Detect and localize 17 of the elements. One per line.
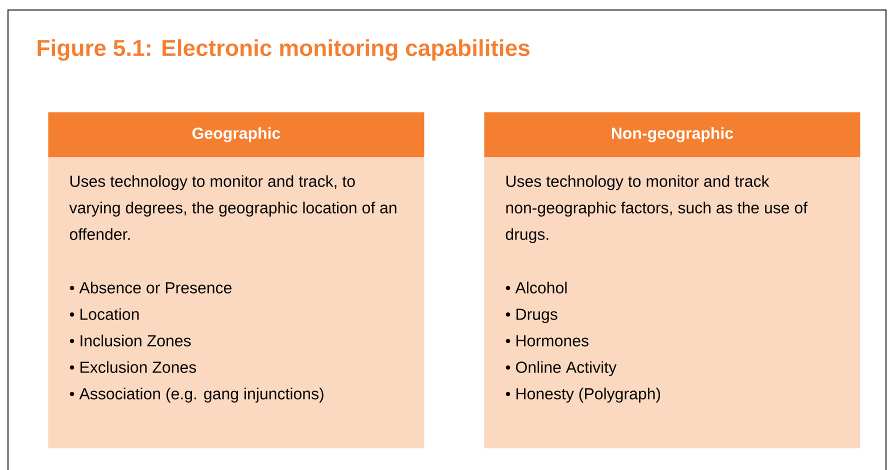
header-band: Non-geographic <box>484 112 860 158</box>
bullet-item: • Exclusion Zones <box>70 361 196 373</box>
description-text: Uses technology to monitor and track, to varying degrees, the geographic location of an offender. <box>69 175 396 240</box>
bullet-item: • Absence or Presence <box>70 282 232 294</box>
bullet-item: • Location <box>70 308 139 320</box>
bullet-item: • Hormones <box>506 335 588 346</box>
bullet-item: • Drugs <box>506 308 558 324</box>
bullet-item: • Online Activity <box>506 361 617 376</box>
figure-title: Figure 5.1: Electronic monitoring capabilities <box>38 39 530 61</box>
content-box <box>484 157 860 448</box>
bullet-item: • Association (e.g. gang injunctions) <box>70 388 324 403</box>
bullet-item: • Inclusion Zones <box>70 334 191 346</box>
content-box <box>48 157 424 448</box>
bullet-item: • Honesty (Polygraph) <box>506 388 660 403</box>
description-text: Uses technology to monitor and track non-geographic factors, such as the use of drugs. <box>506 175 808 244</box>
bullet-item: • Alcohol <box>506 282 567 294</box>
header-band: Geographic <box>48 112 424 158</box>
